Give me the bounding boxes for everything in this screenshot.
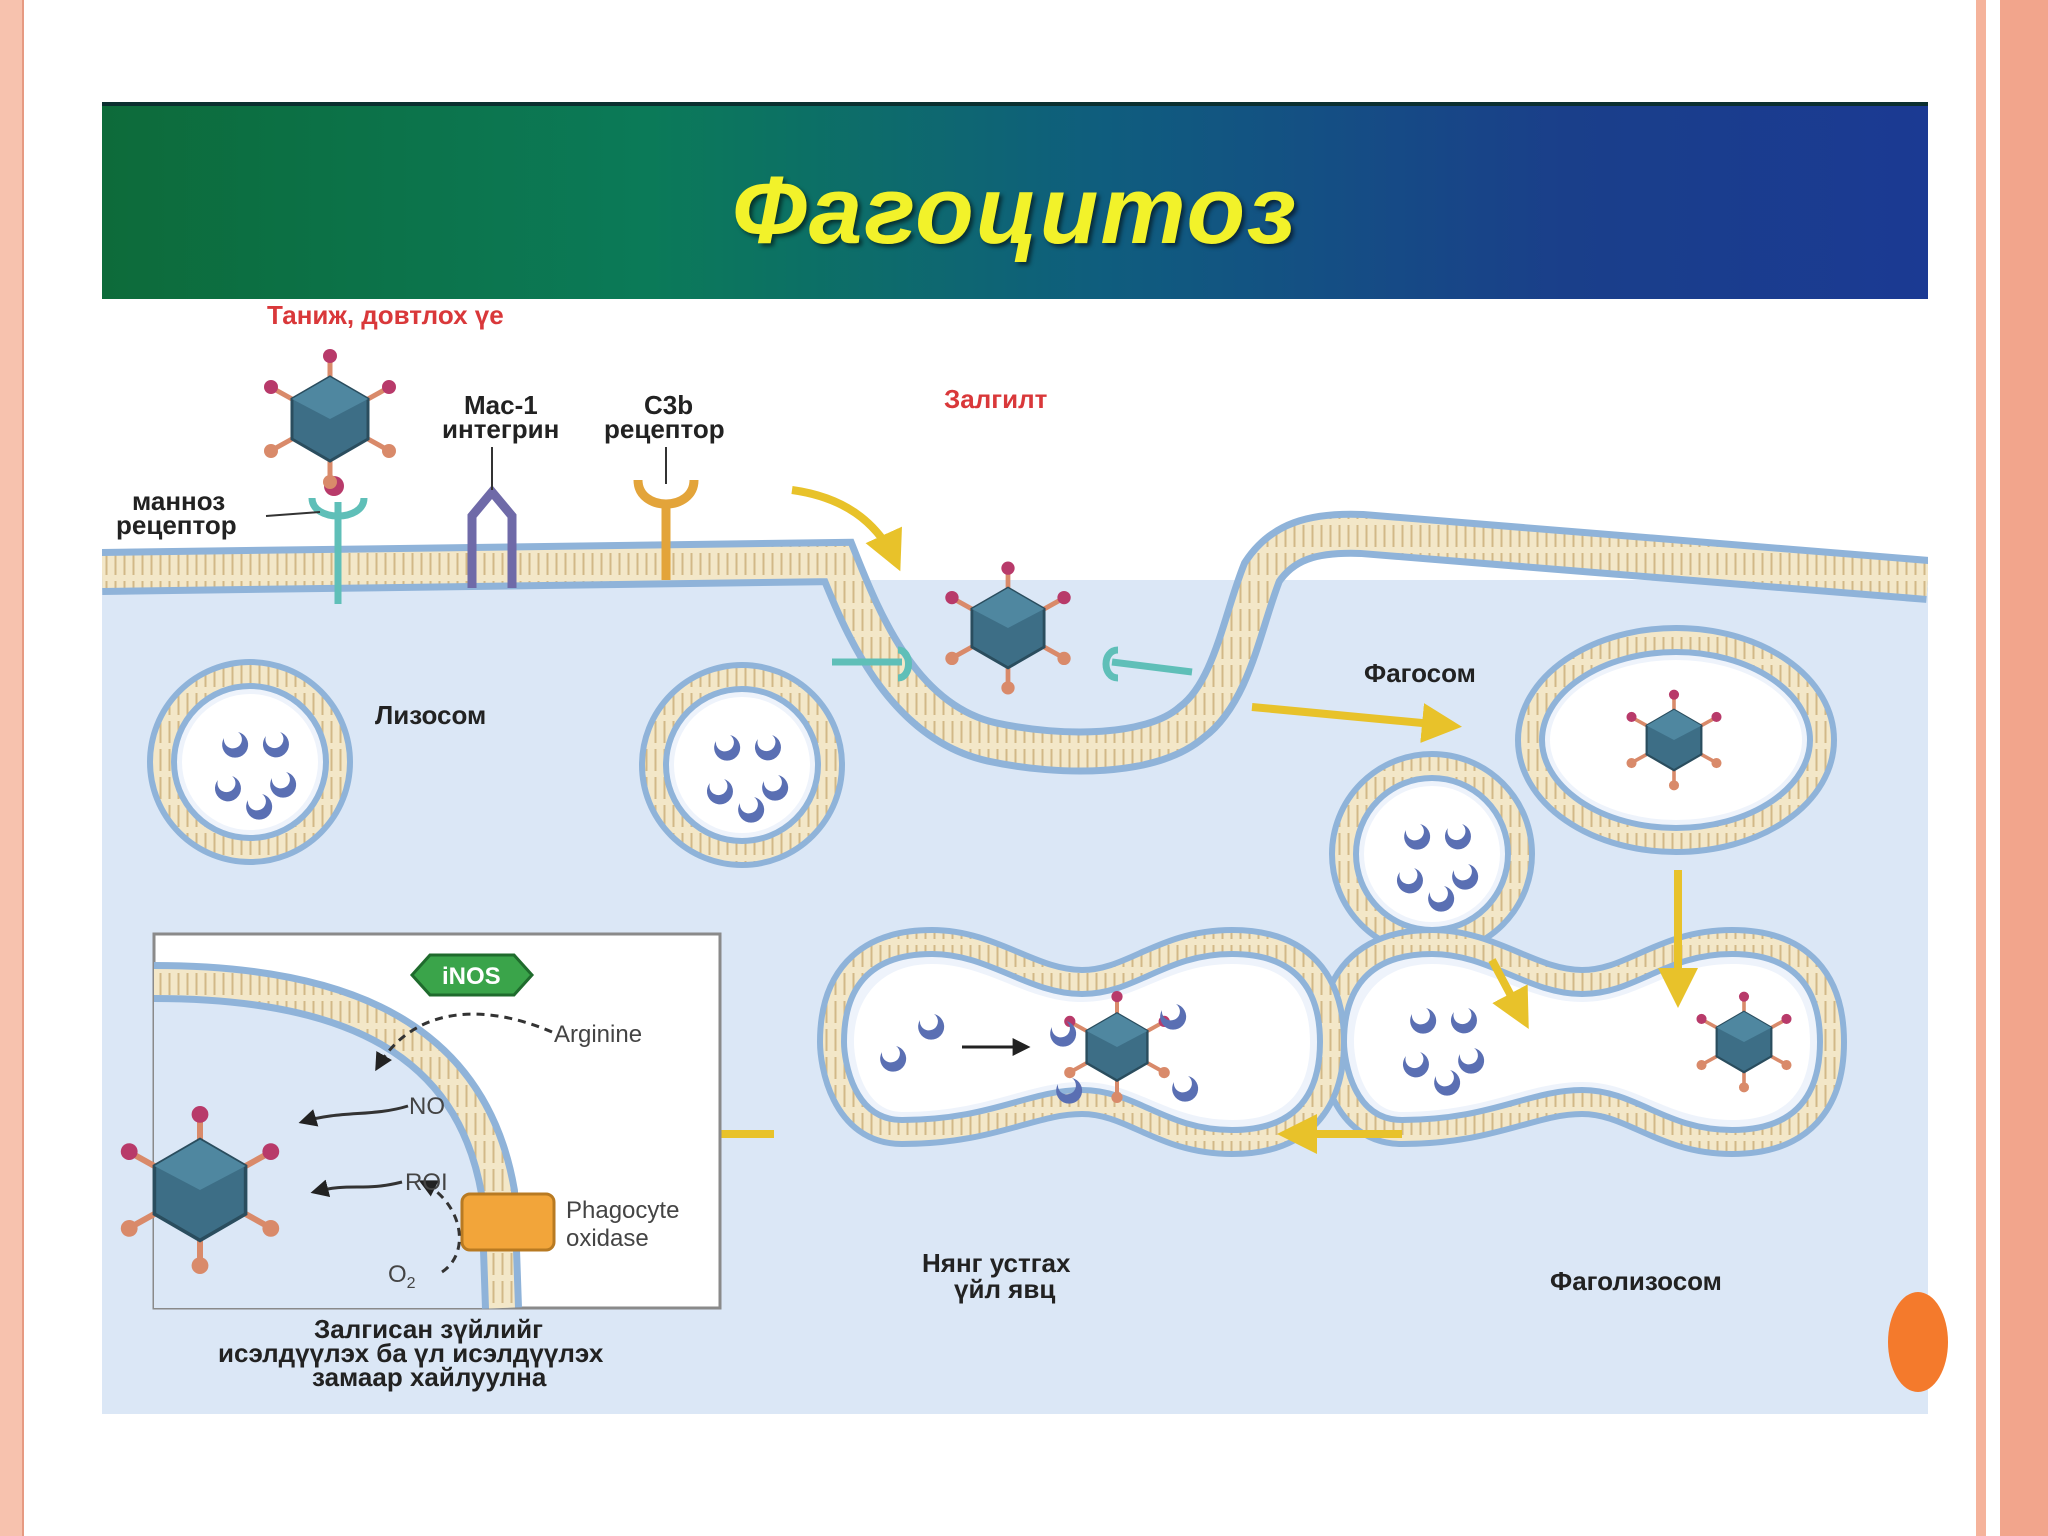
inset-caption-line2: исэлдүүлэх ба үл исэлдүүлэх [218, 1338, 604, 1368]
engulfment-label: Залгилт [944, 384, 1048, 414]
arrow-to-phagosome [1251, 703, 1462, 743]
o2-text: O [388, 1261, 407, 1288]
oxidase-label-line2: oxidase [566, 1225, 649, 1252]
killing-vesicle [816, 926, 1348, 1158]
lysosome-2 [639, 662, 845, 868]
c3b-label-line1: C3b [644, 390, 693, 420]
lysosome-1 [147, 659, 353, 865]
left-decorative-border [0, 0, 24, 1536]
phagolysosome [1316, 926, 1848, 1158]
arrow-lysosome-fuse [1488, 958, 1529, 1030]
right-decorative-border [1962, 0, 2048, 1536]
slide: Фагоцитоз [102, 102, 1928, 1414]
roi-label: ROI [405, 1169, 448, 1196]
killing-label-line2: үйл явц [954, 1274, 1055, 1304]
stage-recognition-label: Таниж, довтлох үе [267, 300, 504, 330]
inset-caption-line3: замаар хайлуулна [312, 1362, 547, 1392]
engulfed-virus [832, 562, 1193, 695]
no-label: NO [409, 1093, 445, 1120]
o2-label: O2 [388, 1261, 416, 1292]
oxidase-box [460, 1192, 556, 1252]
lysosome-3 [1329, 751, 1535, 957]
phagocytosis-diagram: Таниж, довтлох үе Mac-1 интегрин C3b рец… [102, 300, 1928, 1414]
arrow-engulfment [791, 486, 902, 572]
mac1-integrin [467, 484, 517, 588]
phagosome-label: Фагосом [1364, 658, 1476, 688]
phagosome [1515, 625, 1837, 855]
slide-number-badge [1888, 1292, 1948, 1392]
mac1-label-line2: интегрин [442, 414, 559, 444]
virus-particle [264, 349, 396, 489]
mac1-label-line1: Mac-1 [464, 390, 538, 420]
c3b-receptor [633, 479, 699, 580]
title-banner: Фагоцитоз [102, 102, 1928, 299]
mannose-label-line1: манноз [132, 486, 225, 516]
plasma-membrane-lipids [102, 517, 1928, 768]
arginine-label: Arginine [554, 1021, 642, 1048]
mannose-pointer [265, 511, 321, 517]
o2-subscript: 2 [407, 1275, 416, 1292]
inos-label: iNOS [442, 963, 501, 990]
lysosome-label: Лизосом [375, 700, 486, 730]
oxidase-label-line1: Phagocyte [566, 1197, 679, 1224]
slide-title: Фагоцитоз [731, 157, 1299, 264]
inset-panel [121, 932, 722, 1310]
inos-badge [409, 953, 535, 997]
killing-label-line1: Нянг устгах [922, 1248, 1071, 1278]
inset-caption-line1: Залгисан зүйлийг [314, 1314, 543, 1344]
c3b-label-line2: рецептор [604, 414, 725, 444]
phagolysosome-label: Фаголизосом [1550, 1266, 1722, 1296]
mannose-label-line2: рецептор [116, 510, 237, 540]
